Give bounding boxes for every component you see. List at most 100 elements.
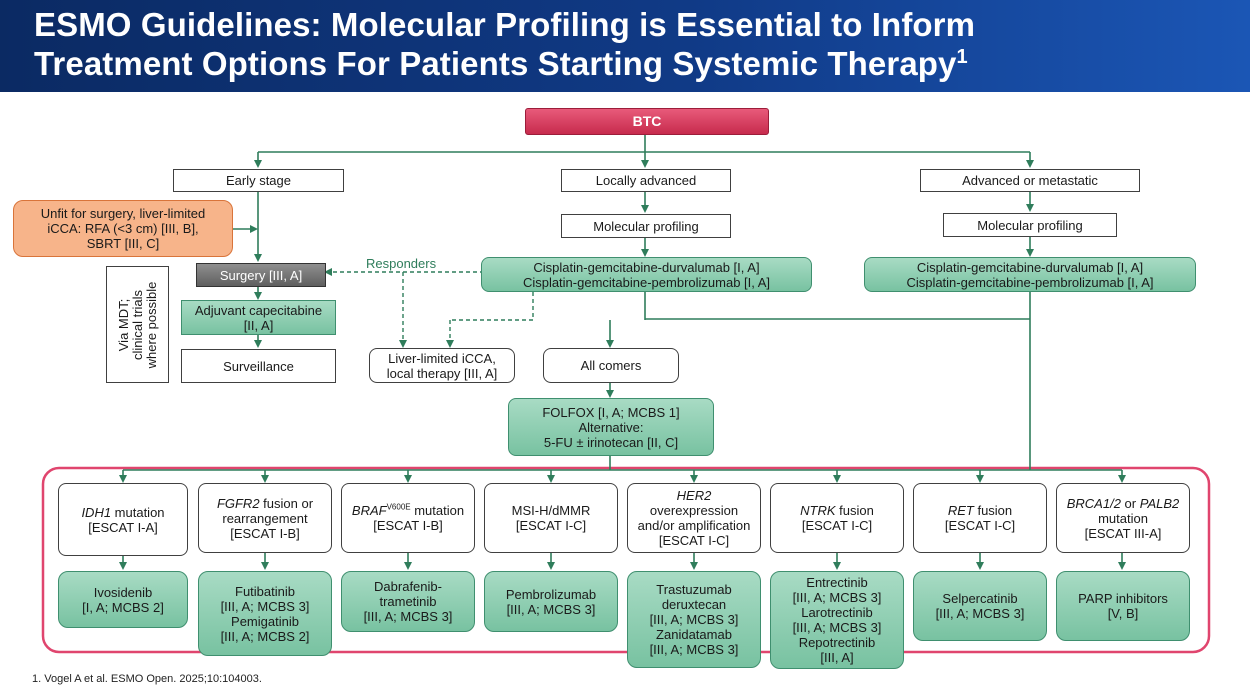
treatment-ntrk-line-2: [III, A; MCBS 3] (792, 590, 882, 605)
marker-brca-name: BRCA1/2 (1066, 495, 1121, 511)
liver-limited-box: Liver-limited iCCA, local therapy [III, … (369, 348, 515, 383)
marker-braf-variant: V600E (386, 502, 411, 512)
treatment-box-fgfr2: Futibatinib [III, A; MCBS 3] Pemigatinib… (198, 571, 332, 656)
marker-box-brca: BRCA1/2 or PALB2 mutation [ESCAT III-A] (1056, 483, 1190, 553)
treatment-her2-line-2: deruxtecan (661, 597, 727, 612)
mdt-text: Via MDT; clinical trials where possible (115, 266, 159, 383)
treatment-ret-line-2: [III, A; MCBS 3] (935, 606, 1025, 621)
unfit-line-3: SBRT [III, C] (86, 236, 160, 251)
marker-fgfr2-line-2: rearrangement (222, 510, 308, 526)
treatment-box-her2: Trastuzumab deruxtecan [III, A; MCBS 3] … (627, 571, 761, 668)
early-stage-box: Early stage (173, 169, 344, 192)
folfox-line-2: Alternative: (578, 419, 644, 435)
marker-brca-line-1: BRCA1/2 or PALB2 (1067, 496, 1180, 511)
treatment-her2-line-4: Zanidatamab (656, 627, 732, 642)
marker-box-idh1: IDH1 mutation [ESCAT I-A] (58, 483, 188, 556)
treatment-brca-line-1: PARP inhibitors (1078, 591, 1168, 606)
locally-advanced-box: Locally advanced (561, 169, 731, 192)
treatment-braf-line-1: Dabrafenib- (374, 579, 442, 594)
marker-box-fgfr2: FGFR2 fusion or rearrangement [ESCAT I-B… (198, 483, 332, 553)
treatment-msi-line-2: [III, A; MCBS 3] (506, 601, 596, 617)
treatment-box-brca: PARP inhibitors [V, B] (1056, 571, 1190, 641)
treatment-idh1-line-1: Ivosidenib (93, 584, 153, 600)
mdt-line-3: where possible (143, 281, 159, 368)
mdt-vertical-box: Via MDT; clinical trials where possible (106, 266, 169, 383)
mdt-line-2: clinical trials (129, 289, 145, 360)
responders-label: Responders (366, 256, 437, 271)
mdt-line-1: Via MDT; (115, 298, 131, 351)
marker-ret-type: fusion (973, 503, 1013, 518)
marker-msi-line-1: MSI-H/dMMR (511, 503, 591, 518)
marker-braf-line-1: BRAFV600E mutation (352, 503, 464, 518)
treatment-fgfr2-line-1: Futibatinib (235, 583, 295, 599)
unfit-line-2: iCCA: RFA (<3 cm) [III, B], (47, 221, 199, 236)
marker-box-her2: HER2 overexpression and/or amplification… (627, 483, 761, 553)
treatment-box-ntrk: Entrectinib [III, A; MCBS 3] Larotrectin… (770, 571, 904, 669)
treatment-ntrk-line-4: [III, A; MCBS 3] (792, 620, 882, 635)
marker-her2-name: HER2 (676, 488, 712, 503)
marker-idh1-type: mutation (111, 504, 165, 520)
title-line-2-text: Treatment Options For Patients Starting … (34, 45, 957, 82)
marker-ntrk-line-1: NTRK fusion (800, 503, 874, 518)
marker-ret-escat: [ESCAT I-C] (944, 518, 1016, 533)
marker-ret-line-1: RET fusion (948, 503, 1012, 518)
marker-box-ret: RET fusion [ESCAT I-C] (913, 483, 1047, 553)
title-banner: ESMO Guidelines: Molecular Profiling is … (0, 0, 1250, 92)
adv-therapy-line-1: Cisplatin-gemcitabine-durvalumab [I, A] (916, 259, 1144, 275)
unfit-for-surgery-box: Unfit for surgery, liver-limited iCCA: R… (13, 200, 233, 257)
treatment-box-braf: Dabrafenib- trametinib [III, A; MCBS 3] (341, 571, 475, 632)
adjuvant-line-1: Adjuvant capecitabine (194, 302, 323, 318)
treatment-box-ret: Selpercatinib [III, A; MCBS 3] (913, 571, 1047, 641)
title-reference-marker: 1 (956, 46, 968, 68)
adv-therapy-line-2: Cisplatin-gemcitabine-pembrolizumab [I, … (906, 274, 1154, 290)
liver-limited-line-2: local therapy [III, A] (386, 365, 498, 381)
targeted-therapy-highlight-frame (41, 466, 1211, 654)
btc-root-box: BTC (525, 108, 769, 135)
folfox-box: FOLFOX [I, A; MCBS 1] Alternative: 5-FU … (508, 398, 714, 456)
marker-msi-escat: [ESCAT I-C] (515, 518, 587, 533)
marker-ntrk-type: fusion (835, 503, 874, 518)
title-line-1: ESMO Guidelines: Molecular Profiling is … (34, 6, 976, 43)
adv-molecular-profiling-box: Molecular profiling (943, 213, 1117, 237)
footnote-reference: 1. Vogel A et al. ESMO Open. 2025;10:104… (32, 673, 262, 685)
treatment-her2-line-1: Trastuzumab (656, 582, 732, 597)
treatment-ret-line-1: Selpercatinib (942, 591, 1018, 606)
treatment-box-idh1: Ivosidenib [I, A; MCBS 2] (58, 571, 188, 628)
treatment-ntrk-line-1: Entrectinib (806, 575, 868, 590)
treatment-idh1-line-2: [I, A; MCBS 2] (82, 599, 164, 615)
local-molecular-profiling-box: Molecular profiling (561, 214, 731, 238)
marker-brca-line-2: mutation (1098, 510, 1148, 526)
local-therapy-line-2: Cisplatin-gemcitabine-pembrolizumab [I, … (522, 274, 771, 290)
marker-ret-name: RET (947, 503, 974, 518)
folfox-line-1: FOLFOX [I, A; MCBS 1] (542, 404, 680, 420)
treatment-fgfr2-line-2: [III, A; MCBS 3] (220, 598, 310, 614)
marker-braf-name: BRAF (351, 503, 387, 518)
adv-therapy-box: Cisplatin-gemcitabine-durvalumab [I, A] … (864, 257, 1196, 292)
local-therapy-line-1: Cisplatin-gemcitabine-durvalumab [I, A] (533, 259, 760, 275)
treatment-ntrk-line-6: [III, A] (820, 650, 854, 665)
marker-idh1-name: IDH1 (81, 504, 112, 520)
surgery-box: Surgery [III, A] (196, 263, 326, 287)
treatment-msi-line-1: Pembrolizumab (505, 586, 597, 602)
treatment-ntrk-line-5: Repotrectinib (798, 635, 876, 650)
advanced-metastatic-box: Advanced or metastatic (920, 169, 1140, 192)
marker-palb2-name: PALB2 (1139, 495, 1180, 511)
treatment-fgfr2-line-3: Pemigatinib (231, 613, 299, 629)
marker-brca-or: or (1120, 495, 1140, 511)
marker-fgfr2-line-1: FGFR2 fusion or (217, 496, 313, 511)
marker-braf-type: mutation (410, 503, 465, 518)
marker-box-braf: BRAFV600E mutation [ESCAT I-B] (341, 483, 475, 553)
marker-idh1-escat: [ESCAT I-A] (88, 519, 158, 535)
title-line-2: Treatment Options For Patients Starting … (34, 45, 968, 83)
treatment-her2-line-3: [III, A; MCBS 3] (649, 612, 739, 627)
treatment-brca-line-2: [V, B] (1107, 606, 1139, 621)
local-therapy-box: Cisplatin-gemcitabine-durvalumab [I, A] … (481, 257, 812, 292)
marker-fgfr2-name: FGFR2 (216, 495, 260, 511)
adjuvant-capecitabine-box: Adjuvant capecitabine [II, A] (181, 300, 336, 335)
marker-her2-escat: [ESCAT I-C] (658, 533, 730, 548)
marker-fgfr2-type: fusion or (259, 495, 314, 511)
marker-fgfr2-escat: [ESCAT I-B] (230, 525, 300, 541)
folfox-line-3: 5-FU ± irinotecan [II, C] (543, 434, 679, 450)
marker-idh1-line-1: IDH1 mutation (81, 505, 164, 520)
